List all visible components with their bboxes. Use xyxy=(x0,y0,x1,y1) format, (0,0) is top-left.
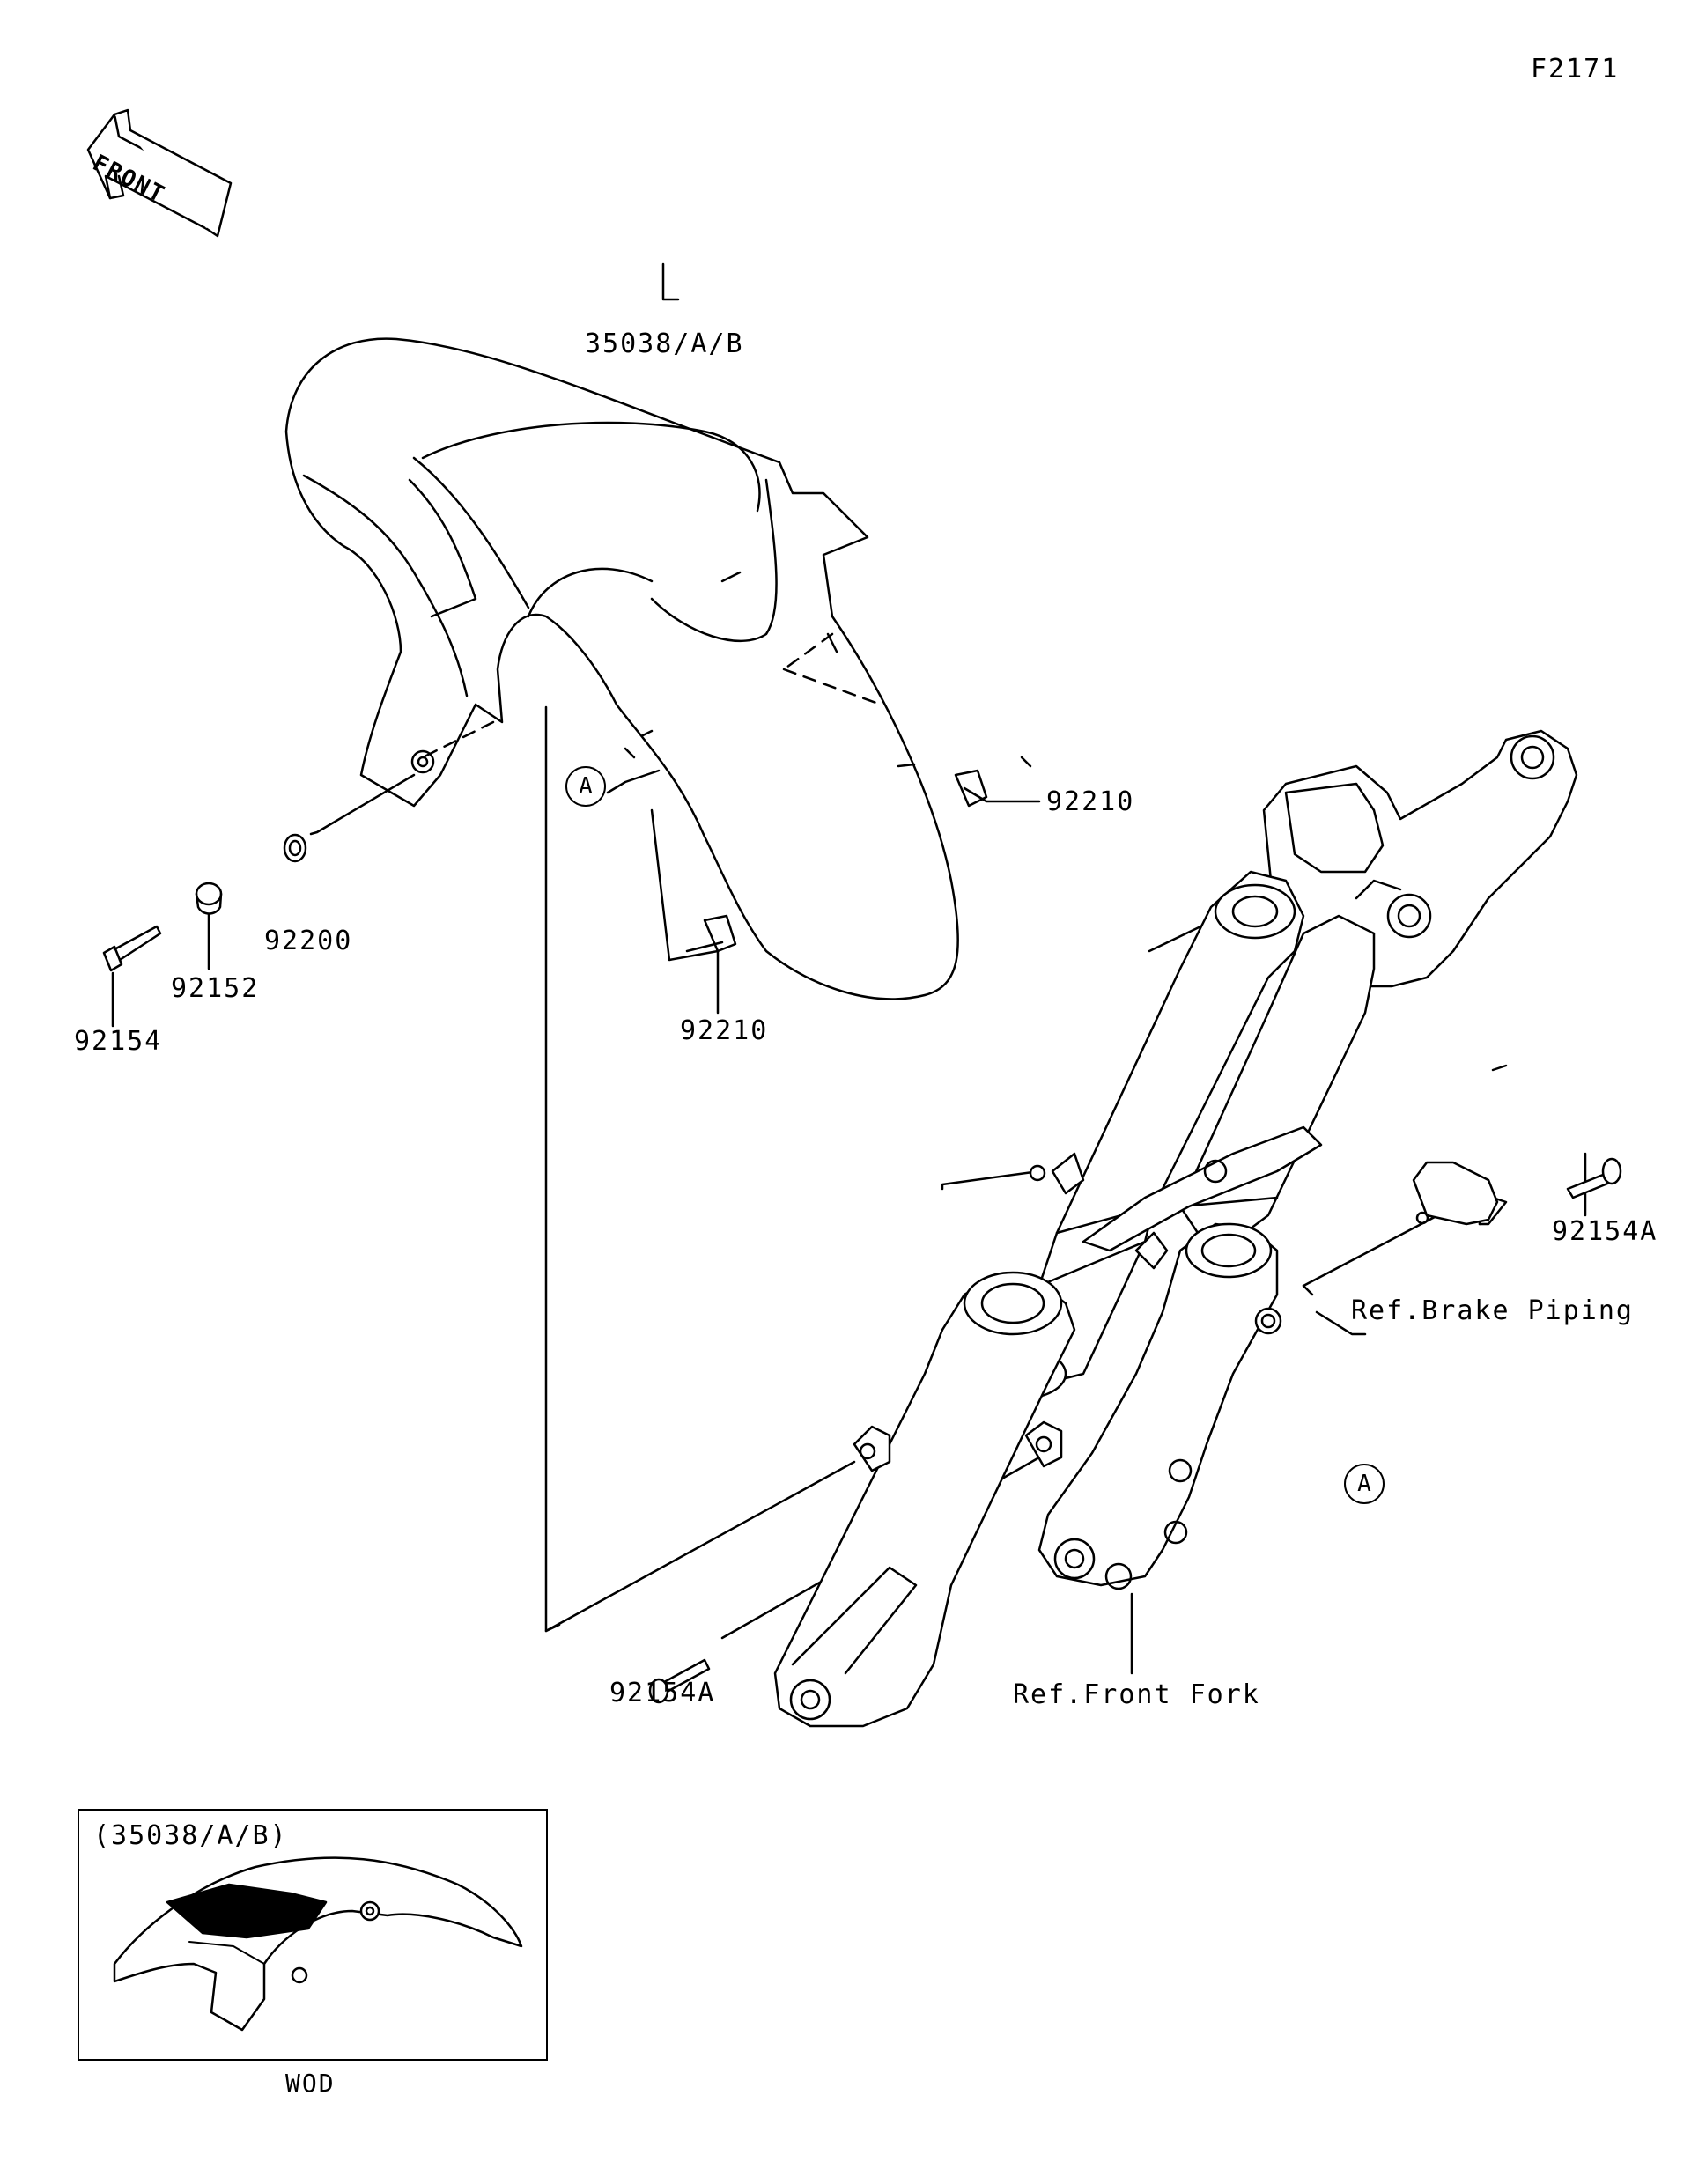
callout-a-right: A xyxy=(1344,1464,1385,1504)
part-label-collar[interactable]: 92152 xyxy=(171,973,260,1004)
inset-title: (35038/A/B) xyxy=(93,1820,288,1851)
front-fender xyxy=(284,337,959,1000)
bolt-icon xyxy=(102,925,162,972)
ref-brake-piping[interactable]: Ref.Brake Piping xyxy=(1351,1295,1634,1326)
front-arrow-icon xyxy=(86,108,233,238)
part-label-grommet-lower[interactable]: 92210 xyxy=(680,1015,769,1046)
part-label-grommet-upper[interactable]: 92210 xyxy=(1046,786,1135,817)
callout-a-left: A xyxy=(565,766,606,807)
grommet-lower-icon xyxy=(703,914,737,953)
part-label-bolt-a-right[interactable]: 92154A xyxy=(1552,1216,1658,1247)
part-label-fender[interactable]: 35038/A/B xyxy=(585,328,744,359)
part-label-bolt-a-bottom[interactable]: 92154A xyxy=(609,1678,716,1708)
inset-box xyxy=(78,1809,548,2061)
washer-icon xyxy=(283,833,307,863)
figure-code: F2171 xyxy=(1531,54,1620,85)
inset-caption: WOD xyxy=(285,2069,336,2098)
part-label-washer[interactable]: 92200 xyxy=(264,926,353,956)
front-fork xyxy=(773,729,1578,1728)
grommet-upper-icon xyxy=(954,769,988,808)
ref-front-fork[interactable]: Ref.Front Fork xyxy=(1013,1679,1260,1710)
bolt-a-bottom-icon xyxy=(648,1658,711,1704)
part-label-bolt[interactable]: 92154 xyxy=(74,1026,163,1057)
brake-piping-clamp-icon xyxy=(1412,1161,1499,1226)
collar-icon xyxy=(195,882,223,915)
inset-fender-wod xyxy=(113,1856,523,2032)
bolt-a-right-icon xyxy=(1566,1157,1622,1199)
